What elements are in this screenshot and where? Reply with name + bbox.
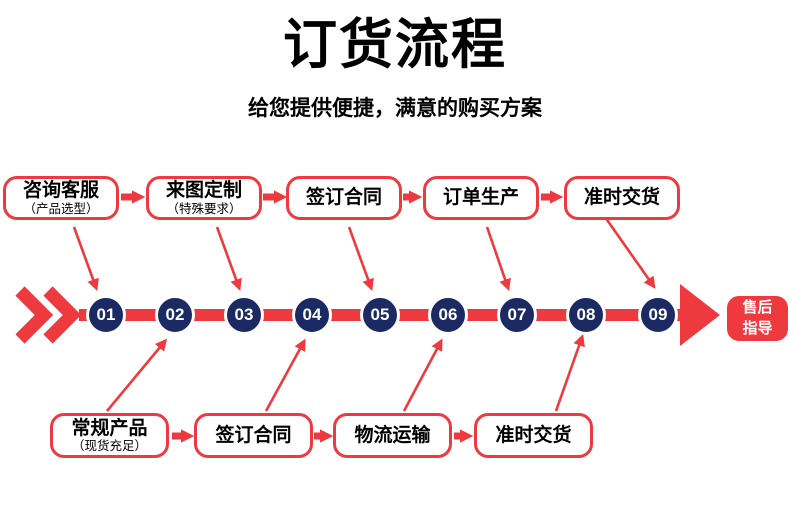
process-box-label: 签订合同 <box>305 187 382 209</box>
process-box-label: 来图定制 <box>165 180 242 202</box>
top-to-step-arrows <box>72 216 656 292</box>
after-sales-line2: 指导 <box>742 319 773 337</box>
page-subtitle: 给您提供便捷，满意的购买方案 <box>248 97 542 120</box>
after-sales-badge: 售后 指导 <box>727 296 788 341</box>
process-box-on-time-delivery-bottom: 准时交货 <box>474 413 593 458</box>
step-circle-09: 09 <box>638 295 678 335</box>
process-box-label: 咨询客服 <box>22 180 99 202</box>
step-circle-01: 01 <box>86 295 126 335</box>
bottom-to-step-arrows <box>106 333 585 412</box>
process-box-logistics: 物流运输 <box>333 413 452 458</box>
after-sales-line1: 售后 <box>742 299 773 317</box>
process-box-label: 订单生产 <box>442 187 519 209</box>
process-box-sublabel: （产品选型） <box>23 201 99 216</box>
arrow-right-icon <box>680 284 720 346</box>
process-box-custom-drawing: 来图定制 （特殊要求） <box>146 176 262 220</box>
step-circle-07: 07 <box>497 295 537 335</box>
process-box-sublabel: （特殊要求） <box>166 201 242 216</box>
fast-forward-chevrons-icon <box>15 286 82 344</box>
process-box-on-time-delivery-top: 准时交货 <box>564 176 680 220</box>
step-number: 07 <box>507 305 527 324</box>
process-box-standard-product: 常规产品 （现货充足） <box>50 413 169 458</box>
process-box-label: 签订合同 <box>215 424 292 446</box>
process-box-order-production: 订单生产 <box>423 176 539 220</box>
step-circle-05: 05 <box>360 295 400 335</box>
step-circle-03: 03 <box>224 295 264 335</box>
step-number: 03 <box>234 305 254 324</box>
step-circle-04: 04 <box>292 295 332 335</box>
step-number: 05 <box>370 305 390 324</box>
step-circle-08: 08 <box>566 295 606 335</box>
step-circle-02: 02 <box>155 295 195 335</box>
process-box-label: 常规产品 <box>71 417 148 439</box>
process-box-label: 准时交货 <box>583 187 660 209</box>
step-number: 08 <box>576 305 596 324</box>
process-box-sublabel: （现货充足） <box>71 439 147 454</box>
step-number: 09 <box>648 305 668 324</box>
step-circle-06: 06 <box>428 295 468 335</box>
step-number: 02 <box>165 305 185 324</box>
step-number: 06 <box>438 305 458 324</box>
step-number: 01 <box>96 305 116 324</box>
process-box-sign-contract-bottom: 签订合同 <box>194 413 313 458</box>
process-box-sign-contract-top: 签订合同 <box>286 176 402 220</box>
process-box-consult: 咨询客服 （产品选型） <box>3 176 119 220</box>
process-box-label: 物流运输 <box>354 424 431 446</box>
page-title: 订货流程 <box>283 15 507 75</box>
process-box-label: 准时交货 <box>495 424 572 446</box>
step-number: 04 <box>302 305 322 324</box>
